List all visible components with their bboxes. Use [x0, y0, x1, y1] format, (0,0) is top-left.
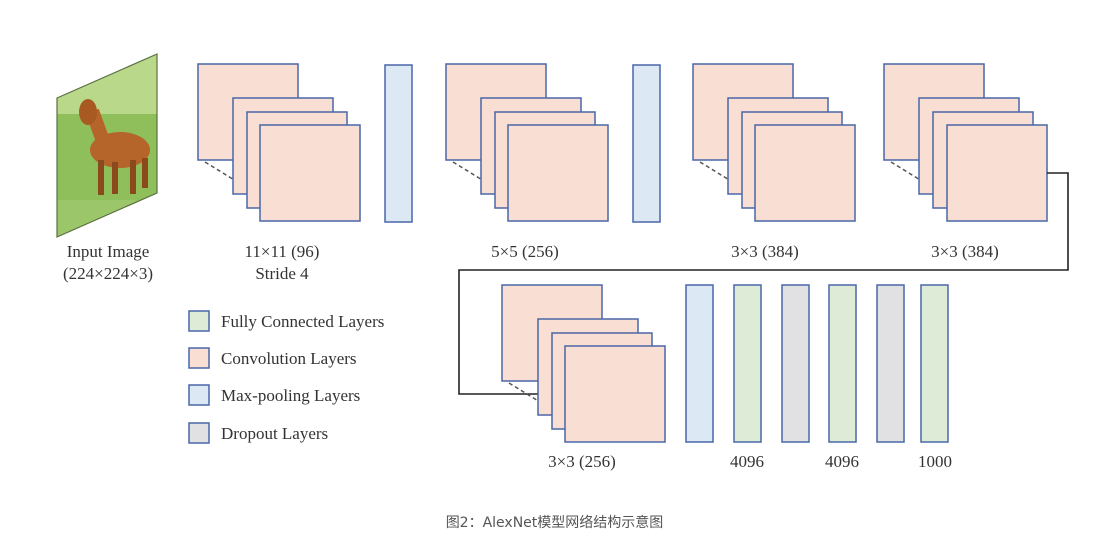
conv-block-1 — [197, 63, 361, 222]
legend-swatch-fc — [188, 310, 210, 332]
conv1-label-line1: 11×11 (96) — [245, 242, 320, 261]
maxpool-3 — [685, 284, 714, 443]
conv3-map-4 — [754, 124, 856, 222]
conv3-label: 3×3 (384) — [731, 242, 799, 261]
maxpool-2 — [632, 64, 661, 223]
conv1-label-line2: Stride 4 — [255, 264, 309, 283]
fc3-label: 1000 — [918, 452, 952, 471]
conv-block-5 — [501, 284, 666, 443]
legend-swatch-conv — [188, 347, 210, 369]
conv-block-3 — [692, 63, 856, 222]
connector-arrow — [458, 172, 1069, 399]
legend-label-fc: Fully Connected Layers — [221, 312, 384, 331]
input-image — [56, 53, 158, 238]
conv5-label: 3×3 (256) — [548, 452, 616, 471]
figure-caption: 图2：AlexNet模型网络结构示意图 — [445, 515, 664, 531]
conv1-map-4 — [259, 124, 361, 222]
dropout-2 — [876, 284, 905, 443]
legend-label-conv: Convolution Layers — [221, 349, 357, 368]
dropout-1 — [781, 284, 810, 443]
fully-connected-2 — [828, 284, 857, 443]
conv2-map-4 — [507, 124, 609, 222]
legend: Fully Connected Layers Convolution Layer… — [188, 310, 384, 444]
conv-block-4 — [883, 63, 1048, 222]
input-label-line1: Input Image — [67, 242, 150, 261]
conv4-label: 3×3 (384) — [931, 242, 999, 261]
conv2-label: 5×5 (256) — [491, 242, 559, 261]
fully-connected-1 — [733, 284, 762, 443]
fully-connected-3 — [920, 284, 949, 443]
input-label-line2: (224×224×3) — [63, 264, 153, 283]
conv4-map-4 — [946, 124, 1048, 222]
legend-swatch-dropout — [188, 422, 210, 444]
conv5-map-4 — [564, 345, 666, 443]
maxpool-1 — [384, 64, 413, 223]
legend-label-dropout: Dropout Layers — [221, 424, 328, 443]
fc1-label: 4096 — [730, 452, 764, 471]
legend-swatch-pool — [188, 384, 210, 406]
fc2-label: 4096 — [825, 452, 859, 471]
legend-label-pool: Max-pooling Layers — [221, 386, 360, 405]
conv-block-2 — [445, 63, 609, 222]
